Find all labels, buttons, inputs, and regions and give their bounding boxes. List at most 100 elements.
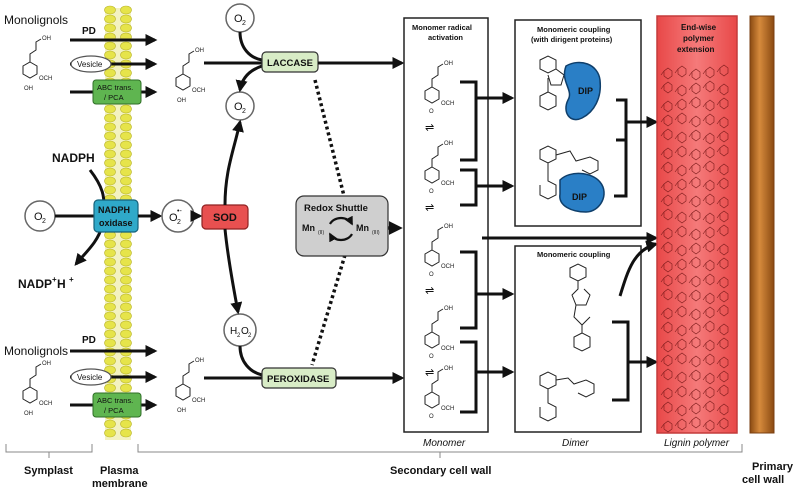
membrane-bead bbox=[120, 113, 132, 123]
polymer-unit bbox=[674, 225, 687, 238]
secondary-cell-wall-label: Secondary cell wall bbox=[390, 465, 492, 477]
vesicle-row-bottom: Vesicle bbox=[70, 368, 158, 386]
polymer-unit bbox=[716, 370, 729, 383]
polymer-unit bbox=[702, 179, 715, 192]
polymer-unit bbox=[688, 289, 701, 302]
polymer-unit bbox=[702, 226, 715, 239]
polymer-unit bbox=[674, 385, 687, 398]
svg-text:OCH: OCH bbox=[441, 346, 454, 352]
membrane-bead bbox=[104, 383, 116, 393]
svg-text:OH: OH bbox=[444, 61, 453, 67]
monolignol-structure-apoplast-bottom: OH OH OCH bbox=[175, 358, 205, 414]
membrane-bead bbox=[120, 131, 132, 141]
h2o2-circle: H 2 O 2 bbox=[223, 313, 257, 347]
svg-text:OH: OH bbox=[24, 411, 33, 417]
membrane-bead bbox=[120, 14, 132, 24]
membrane-bead bbox=[104, 122, 116, 132]
polymer-unit bbox=[688, 416, 701, 429]
membrane-bead bbox=[104, 176, 116, 186]
svg-text:O: O bbox=[34, 211, 43, 223]
monomer-brackets bbox=[460, 80, 659, 414]
polymer-unit bbox=[702, 259, 715, 272]
membrane-bead bbox=[104, 302, 116, 312]
polymer-unit bbox=[702, 212, 715, 225]
polymer-unit bbox=[660, 307, 673, 320]
polymer-unit bbox=[660, 321, 673, 334]
svg-text:2: 2 bbox=[42, 218, 46, 225]
membrane-bead bbox=[120, 320, 132, 330]
polymer-unit bbox=[716, 97, 729, 110]
membrane-bead bbox=[104, 50, 116, 60]
polymer-unit bbox=[716, 177, 729, 190]
dip-label-2: DIP bbox=[572, 192, 587, 202]
monomer-title-line2: activation bbox=[428, 33, 463, 42]
plasma-label-line1: Plasma bbox=[100, 465, 139, 477]
membrane-bead bbox=[120, 149, 132, 159]
nadph-label: NADPH bbox=[52, 151, 95, 165]
svg-text:OH: OH bbox=[177, 408, 186, 414]
polymer-unit bbox=[688, 115, 701, 128]
svg-text:H: H bbox=[57, 277, 66, 291]
svg-text:+: + bbox=[69, 275, 74, 284]
svg-text:(II): (II) bbox=[318, 230, 324, 236]
polymer-unit bbox=[674, 244, 687, 257]
svg-text:OH: OH bbox=[444, 224, 453, 230]
membrane-bead bbox=[104, 338, 116, 348]
svg-text:OCH: OCH bbox=[441, 181, 454, 187]
polymer-unit bbox=[702, 240, 715, 253]
svg-text:OH: OH bbox=[444, 141, 453, 147]
polymer-unit bbox=[702, 419, 715, 432]
svg-text:oxidase: oxidase bbox=[99, 218, 133, 228]
polymer-unit bbox=[716, 243, 729, 256]
membrane-bead bbox=[104, 284, 116, 294]
polymer-unit bbox=[674, 324, 687, 337]
radical-structure: OH O OCH bbox=[424, 141, 454, 195]
polymer-unit bbox=[702, 372, 715, 385]
svg-text:OCH: OCH bbox=[39, 76, 52, 82]
superoxide-circle: O 2 •- bbox=[161, 199, 195, 233]
dirigent-panel: Monomeric coupling (with dirigent protei… bbox=[514, 19, 642, 227]
polymer-unit bbox=[660, 340, 673, 353]
vesicle-top-label: Vesicle bbox=[77, 60, 103, 69]
polymer-unit bbox=[702, 99, 715, 112]
membrane-bead bbox=[104, 329, 116, 339]
svg-text:2: 2 bbox=[242, 20, 246, 27]
membrane-bead bbox=[104, 257, 116, 267]
polymer-unit bbox=[660, 354, 673, 367]
membrane-bead bbox=[104, 131, 116, 141]
monomer-panel: Monomer radical activation OHOOCH⇌OHOOCH… bbox=[403, 17, 489, 433]
svg-text:O: O bbox=[429, 189, 434, 195]
polymer-unit bbox=[674, 352, 687, 365]
svg-text:O: O bbox=[429, 272, 434, 278]
polymer-unit bbox=[716, 257, 729, 270]
monolignols-bottom-label: Monolignols bbox=[4, 344, 68, 358]
polymer-unit bbox=[660, 147, 673, 160]
polymer-unit bbox=[660, 241, 673, 254]
membrane-bead bbox=[104, 167, 116, 177]
vesicle-bottom-label: Vesicle bbox=[77, 373, 103, 382]
membrane-bead bbox=[104, 419, 116, 429]
polymer-unit bbox=[716, 304, 729, 317]
polymer-unit bbox=[702, 193, 715, 206]
membrane-bead bbox=[120, 329, 132, 339]
polymer-unit bbox=[660, 227, 673, 240]
svg-text:OCH: OCH bbox=[441, 101, 454, 107]
polymer-unit bbox=[688, 129, 701, 142]
svg-text:O: O bbox=[241, 326, 249, 337]
vesicle-row-top: Vesicle bbox=[70, 55, 158, 73]
redox-shuttle-box: Redox Shuttle Mn (II) Mn (III) bbox=[295, 195, 389, 257]
abc-top-line2: / PCA bbox=[104, 93, 124, 102]
membrane-bead bbox=[120, 248, 132, 258]
lignin-polymer-structure bbox=[660, 64, 729, 433]
svg-text:OH: OH bbox=[42, 361, 51, 367]
polymer-unit bbox=[688, 96, 701, 109]
polymer-unit bbox=[702, 292, 715, 305]
membrane-bead bbox=[120, 104, 132, 114]
polymer-unit bbox=[688, 402, 701, 415]
primary-label-line1: Primary bbox=[752, 461, 794, 473]
polymer-unit bbox=[660, 260, 673, 273]
membrane-bead bbox=[120, 68, 132, 78]
polymer-unit bbox=[702, 160, 715, 173]
